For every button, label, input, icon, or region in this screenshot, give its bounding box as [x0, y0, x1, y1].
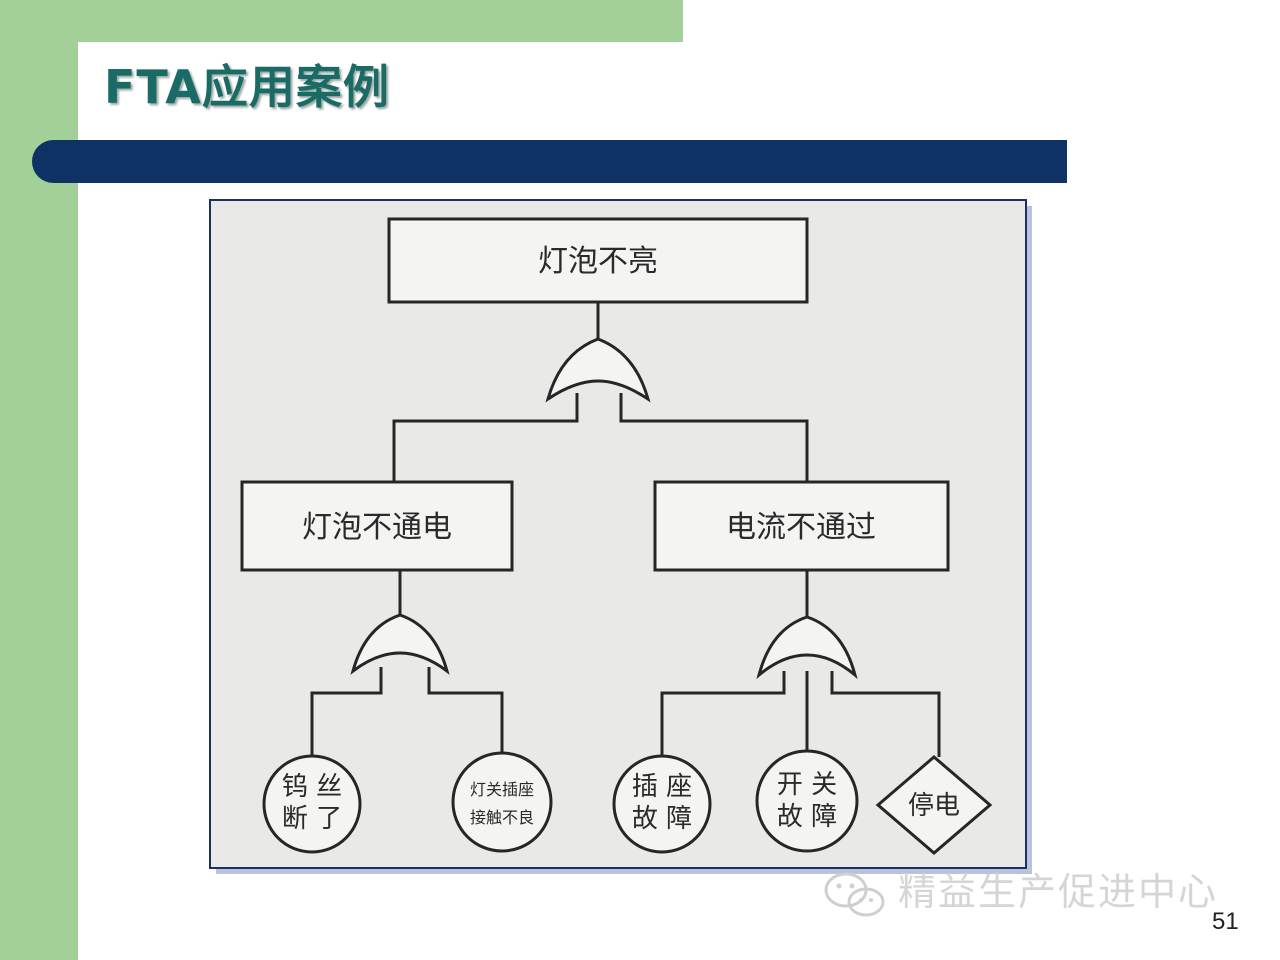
or-gate-icon — [545, 337, 651, 403]
watermark-text: 精益生产促进中心 — [898, 870, 1219, 914]
basic-event-label: 钨 丝 — [282, 772, 342, 802]
connector — [660, 671, 786, 756]
connector — [392, 393, 579, 482]
connector — [310, 667, 383, 756]
slide-title: FTA应用案例 — [104, 60, 390, 114]
intermediate-event-label-2: 电流不通过 — [726, 510, 876, 545]
basic-event-label: 开 关 — [777, 770, 837, 800]
wechat-icon — [824, 872, 885, 917]
or-gate-icon — [756, 615, 858, 680]
title-underline-bar — [32, 140, 1067, 183]
undeveloped-event-label: 停电 — [908, 791, 960, 821]
or-gate-icon — [350, 613, 450, 675]
page-number: 51 — [1212, 908, 1239, 935]
basic-event-label: 故 障 — [777, 802, 837, 832]
fault-tree-figure: 灯泡不亮 灯泡不通电 电流不通过 钨 丝 断 了 灯关插座 接触不良 插 座 故… — [209, 199, 1027, 869]
fault-tree-diagram: 灯泡不亮 灯泡不通电 电流不通过 钨 丝 断 了 灯关插座 接触不良 插 座 故… — [240, 217, 993, 855]
intermediate-event-box-1 — [240, 480, 514, 572]
basic-event-circle — [612, 754, 712, 854]
basic-event-label: 故 障 — [632, 804, 692, 834]
basic-event-circle — [451, 751, 553, 853]
basic-event-label: 断 了 — [282, 804, 342, 834]
undeveloped-event-diamond — [875, 755, 993, 855]
connector — [830, 671, 941, 757]
basic-event-circle — [262, 754, 362, 854]
top-event-label: 灯泡不亮 — [538, 244, 658, 279]
basic-event-label: 插 座 — [632, 772, 692, 802]
top-event-box — [387, 217, 809, 304]
connector — [427, 667, 504, 753]
basic-event-circle — [755, 749, 859, 853]
basic-event-label: 接触不良 — [470, 808, 534, 827]
green-top-band — [0, 0, 683, 42]
connector — [619, 393, 809, 482]
intermediate-event-label-1: 灯泡不通电 — [302, 510, 452, 545]
intermediate-event-box-2 — [653, 480, 950, 572]
basic-event-label: 灯关插座 — [470, 780, 534, 799]
